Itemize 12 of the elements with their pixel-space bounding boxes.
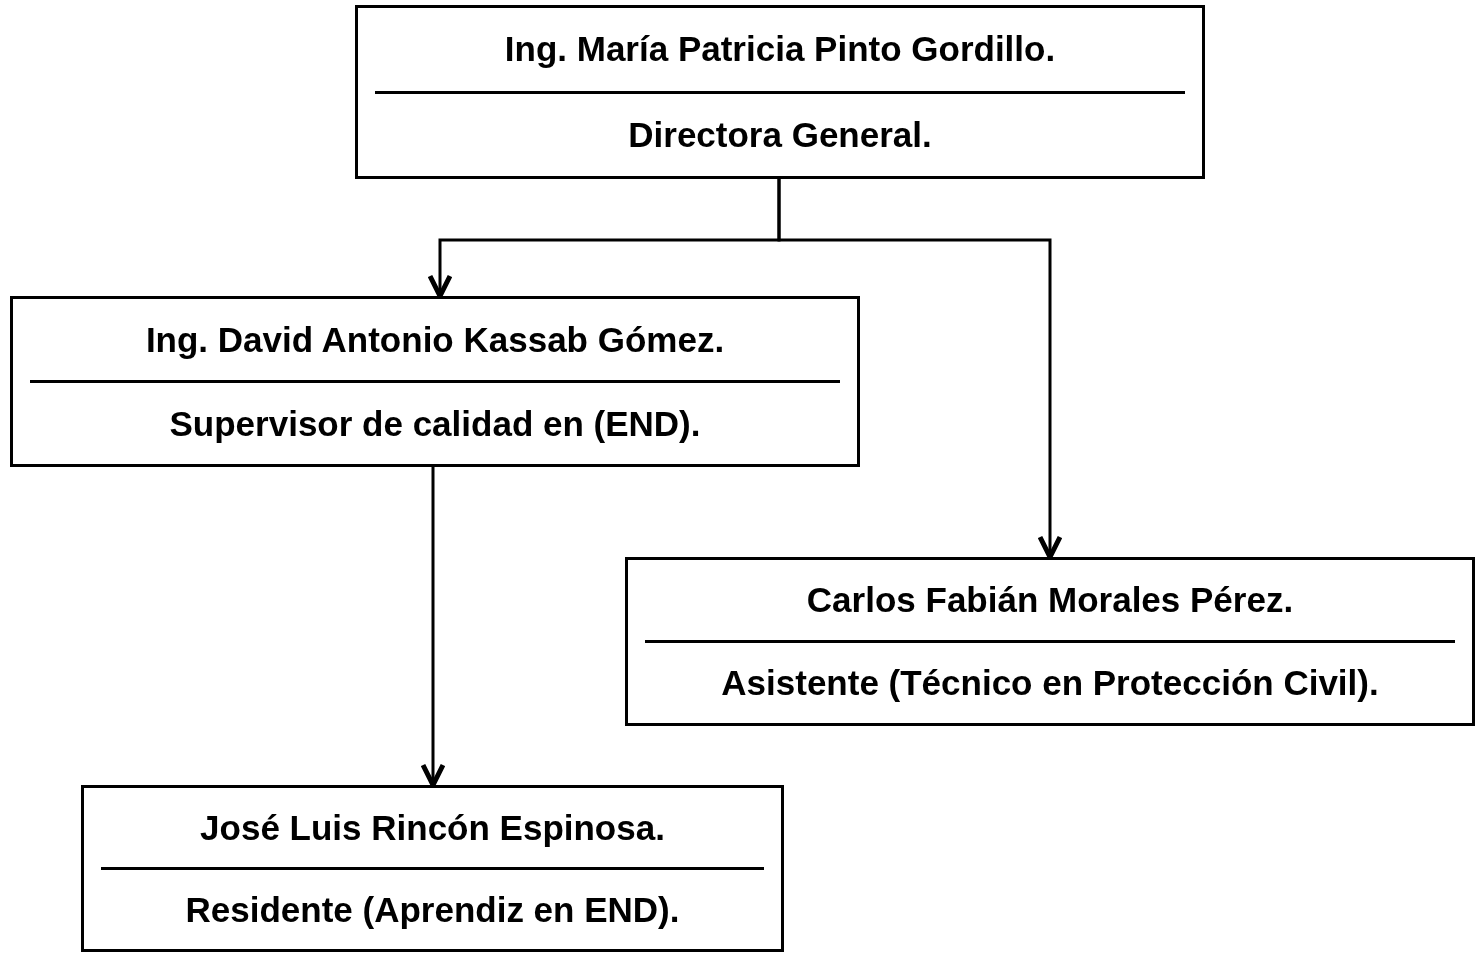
org-box <box>355 5 1205 179</box>
person-name: José Luis Rincón Espinosa. <box>200 807 665 848</box>
person-name: Ing. María Patricia Pinto Gordillo. <box>504 29 1056 70</box>
person-name: Carlos Fabián Morales Pérez. <box>806 580 1294 620</box>
org-box <box>10 296 860 467</box>
job-title: Supervisor de calidad en (END). <box>169 403 701 444</box>
person-name: Ing. David Antonio Kassab Gómez. <box>145 319 725 360</box>
job-title: Residente (Aprendiz en END). <box>185 889 680 930</box>
org-box <box>625 557 1475 726</box>
org-box <box>81 785 784 952</box>
job-title: Directora General. <box>628 114 932 155</box>
job-title: Asistente (Técnico en Protección Civil). <box>721 663 1379 703</box>
